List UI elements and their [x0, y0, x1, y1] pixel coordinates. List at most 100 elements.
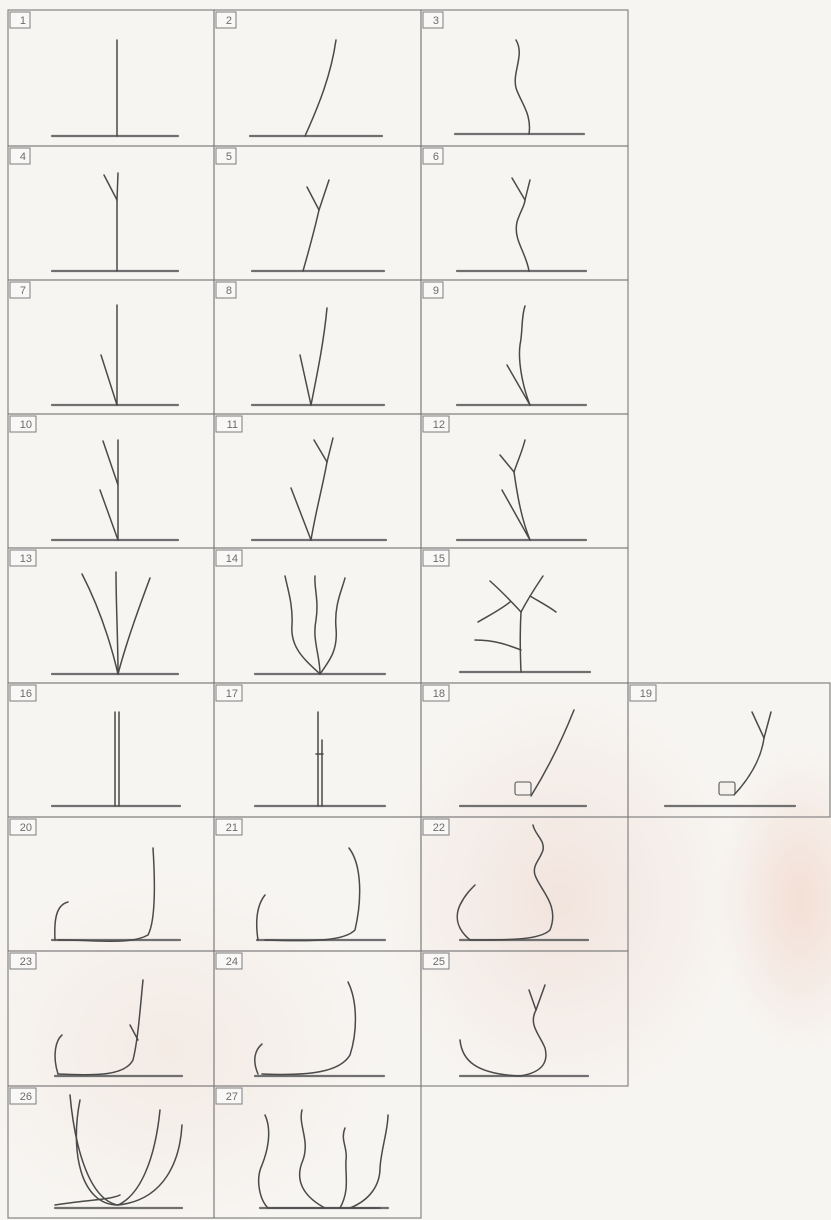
stem-line	[259, 1115, 269, 1208]
panel-border	[421, 683, 628, 817]
panel-25: 25	[421, 951, 628, 1086]
stem-line	[536, 985, 545, 1010]
panel-label: 26	[20, 1091, 32, 1103]
panel-border	[8, 683, 214, 817]
panel-label: 22	[433, 822, 445, 834]
stem-line	[531, 710, 574, 796]
panel-15: 15	[421, 548, 628, 683]
stem-line	[478, 602, 510, 622]
panel-border	[8, 548, 214, 683]
stem-line	[340, 1128, 346, 1208]
panel-label: 8	[226, 285, 232, 297]
panel-border	[214, 146, 421, 280]
panel-label: 21	[226, 822, 238, 834]
panel-border	[8, 10, 214, 146]
panel-11: 11	[214, 414, 421, 548]
panel-border	[214, 1086, 421, 1218]
stem-line	[58, 980, 143, 1075]
panel-label: 23	[20, 956, 32, 968]
panel-14: 14	[214, 548, 421, 683]
panel-border	[421, 10, 628, 146]
panel-17: 17	[214, 683, 421, 817]
stem-line	[118, 1125, 182, 1205]
stem-line	[319, 180, 329, 210]
stem-line	[521, 576, 543, 612]
stem-line	[764, 712, 771, 738]
stem-line	[314, 440, 327, 462]
panel-label: 4	[20, 151, 26, 163]
panel-label: 2	[226, 15, 232, 27]
stem-line	[303, 210, 319, 271]
stem-line	[475, 640, 521, 650]
panel-label: 13	[20, 553, 32, 565]
panel-label: 25	[433, 956, 445, 968]
stem-line	[311, 308, 327, 405]
panel-border	[8, 280, 214, 414]
stem-line	[300, 355, 311, 405]
panel-label: 14	[226, 553, 238, 565]
panel-10: 10	[8, 414, 214, 548]
stem-line	[514, 440, 525, 472]
panel-border	[421, 548, 628, 683]
panel-label: 27	[226, 1091, 238, 1103]
stem-line	[500, 455, 514, 472]
stem-line	[262, 982, 355, 1074]
stem-line	[82, 574, 118, 674]
panel-label: 16	[20, 688, 32, 700]
stem-line	[255, 1044, 262, 1074]
stem-line	[104, 175, 117, 200]
panel-border	[214, 10, 421, 146]
panel-6: 6	[421, 146, 628, 280]
panel-label: 10	[20, 419, 32, 431]
panel-border	[214, 548, 421, 683]
panel-22: 22	[421, 817, 628, 951]
stem-line	[116, 572, 118, 674]
stem-line	[103, 441, 118, 485]
panel-border	[421, 951, 628, 1086]
panel-16: 16	[8, 683, 214, 817]
stem-line	[525, 180, 530, 200]
stem-line	[460, 1040, 520, 1076]
panel-18: 18	[421, 683, 628, 817]
stem-line	[117, 173, 118, 200]
stump-shape	[719, 782, 735, 795]
panel-label: 11	[227, 419, 238, 431]
panel-border	[8, 146, 214, 280]
panel-label: 9	[433, 285, 439, 297]
stem-line	[55, 902, 68, 940]
panel-border	[214, 951, 421, 1086]
panel-label: 3	[433, 15, 439, 27]
stem-line	[100, 490, 118, 540]
stem-line	[311, 462, 327, 540]
stem-line	[58, 848, 154, 941]
panel-label: 15	[433, 553, 445, 565]
stem-line	[350, 1115, 388, 1208]
panel-label: 20	[20, 822, 32, 834]
panel-21: 21	[214, 817, 421, 951]
stem-line	[490, 581, 521, 612]
panel-27: 27	[214, 1086, 421, 1218]
panel-label: 17	[226, 688, 238, 700]
panel-20: 20	[8, 817, 214, 951]
panel-4: 4	[8, 146, 214, 280]
panel-border	[421, 146, 628, 280]
stem-line	[520, 1010, 546, 1076]
stem-line	[291, 488, 311, 540]
stem-line	[502, 490, 530, 540]
stem-line	[470, 825, 553, 940]
panel-9: 9	[421, 280, 628, 414]
panel-7: 7	[8, 280, 214, 414]
stem-line	[514, 472, 530, 540]
stem-line	[55, 1035, 62, 1074]
stem-line	[516, 200, 529, 271]
panel-5: 5	[214, 146, 421, 280]
stem-line	[530, 596, 556, 612]
panel-19: 19	[628, 683, 830, 817]
stem-line	[520, 612, 521, 672]
stem-line	[305, 40, 336, 136]
panel-border	[8, 951, 214, 1086]
stem-line	[512, 178, 525, 200]
stem-line	[265, 848, 360, 941]
stem-line	[529, 990, 536, 1010]
